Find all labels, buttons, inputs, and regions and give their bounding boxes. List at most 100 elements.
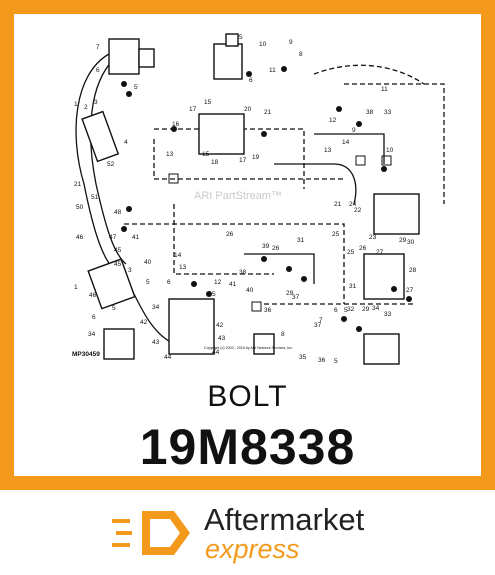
svg-text:43: 43 — [152, 339, 160, 346]
svg-text:48: 48 — [114, 209, 122, 216]
svg-text:11: 11 — [381, 86, 388, 93]
svg-text:33: 33 — [384, 109, 392, 116]
svg-text:9: 9 — [352, 127, 356, 134]
svg-text:21: 21 — [264, 109, 272, 116]
svg-text:1: 1 — [74, 101, 78, 108]
svg-text:29: 29 — [362, 306, 370, 313]
svg-text:13: 13 — [179, 264, 187, 271]
svg-text:26: 26 — [226, 231, 234, 238]
svg-text:38: 38 — [239, 269, 247, 276]
brand-line-2: express — [205, 534, 300, 564]
svg-text:46: 46 — [76, 234, 84, 241]
svg-text:28: 28 — [409, 267, 417, 274]
svg-text:31: 31 — [297, 237, 305, 244]
svg-text:27: 27 — [376, 249, 384, 256]
svg-text:16: 16 — [172, 121, 180, 128]
svg-text:5: 5 — [134, 84, 138, 91]
svg-text:32: 32 — [347, 306, 355, 313]
svg-text:8: 8 — [299, 51, 303, 58]
svg-text:44: 44 — [212, 349, 220, 356]
svg-text:12: 12 — [214, 279, 222, 286]
svg-text:7: 7 — [96, 44, 100, 51]
svg-text:5: 5 — [212, 291, 216, 298]
svg-text:15: 15 — [204, 99, 212, 106]
svg-text:35: 35 — [299, 354, 307, 361]
svg-text:31: 31 — [349, 283, 357, 290]
svg-text:38: 38 — [366, 109, 374, 116]
svg-text:14: 14 — [174, 252, 182, 259]
svg-text:37: 37 — [292, 294, 300, 301]
footer-brand-bar — [0, 490, 495, 575]
svg-text:43: 43 — [218, 335, 226, 342]
copyright-text: Copyright (c) 2002 - 2016 by ARI Network… — [204, 346, 293, 350]
svg-text:45: 45 — [114, 261, 122, 268]
svg-text:5: 5 — [146, 279, 150, 286]
svg-text:21: 21 — [74, 181, 82, 188]
svg-text:10: 10 — [259, 41, 267, 48]
svg-text:40: 40 — [246, 287, 254, 294]
svg-text:6: 6 — [96, 67, 100, 74]
svg-text:19: 19 — [252, 154, 260, 161]
svg-text:17: 17 — [239, 157, 247, 164]
svg-text:30: 30 — [407, 239, 415, 246]
brand-line-1: Aftermarket — [204, 502, 365, 537]
svg-text:17: 17 — [189, 106, 197, 113]
svg-text:34: 34 — [88, 331, 96, 338]
svg-text:6: 6 — [249, 77, 253, 84]
svg-text:11: 11 — [269, 67, 276, 74]
svg-text:44: 44 — [164, 354, 172, 361]
svg-text:6: 6 — [92, 314, 96, 321]
svg-text:5: 5 — [344, 307, 348, 314]
svg-text:34: 34 — [372, 305, 380, 312]
svg-text:25: 25 — [332, 231, 340, 238]
svg-text:34: 34 — [152, 304, 160, 311]
svg-text:41: 41 — [229, 281, 237, 288]
svg-text:42: 42 — [140, 319, 148, 326]
svg-text:36: 36 — [318, 357, 326, 364]
svg-text:13: 13 — [324, 147, 332, 154]
svg-text:5: 5 — [334, 358, 338, 365]
svg-text:12: 12 — [329, 117, 337, 124]
svg-text:37: 37 — [314, 322, 322, 329]
part-number: 19M8338 — [139, 419, 356, 475]
figure-code: MP30459 — [72, 351, 100, 358]
svg-text:3: 3 — [94, 99, 98, 106]
svg-text:24: 24 — [349, 201, 357, 208]
svg-text:2: 2 — [84, 104, 88, 111]
svg-text:45: 45 — [114, 247, 122, 254]
aftermarket-express-logo-icon — [112, 511, 190, 555]
watermark-text: ARI PartStream™ — [194, 190, 282, 202]
svg-text:27: 27 — [406, 287, 414, 294]
svg-text:3: 3 — [128, 267, 132, 274]
svg-text:8: 8 — [281, 331, 285, 338]
svg-text:51: 51 — [91, 194, 99, 201]
svg-text:25: 25 — [347, 249, 355, 256]
svg-text:22: 22 — [354, 207, 362, 214]
svg-text:21: 21 — [334, 201, 342, 208]
svg-text:6: 6 — [167, 279, 171, 286]
svg-text:40: 40 — [144, 259, 152, 266]
svg-text:20: 20 — [244, 106, 252, 113]
svg-text:14: 14 — [342, 139, 350, 146]
svg-text:52: 52 — [107, 161, 115, 168]
svg-text:50: 50 — [76, 204, 84, 211]
svg-text:39: 39 — [262, 243, 270, 250]
svg-text:26: 26 — [359, 245, 367, 252]
svg-text:5: 5 — [239, 34, 243, 41]
svg-text:42: 42 — [216, 322, 224, 329]
svg-text:13: 13 — [166, 151, 174, 158]
svg-text:5: 5 — [112, 305, 116, 312]
svg-text:29: 29 — [286, 290, 294, 297]
svg-text:10: 10 — [386, 147, 394, 154]
svg-text:33: 33 — [384, 311, 392, 318]
svg-text:29: 29 — [399, 237, 407, 244]
svg-text:23: 23 — [369, 234, 377, 241]
svg-text:36: 36 — [264, 307, 272, 314]
svg-text:6: 6 — [334, 307, 338, 314]
part-name: BOLT — [207, 380, 288, 413]
svg-text:1: 1 — [74, 284, 78, 291]
svg-text:26: 26 — [272, 245, 280, 252]
svg-text:7: 7 — [319, 317, 323, 324]
